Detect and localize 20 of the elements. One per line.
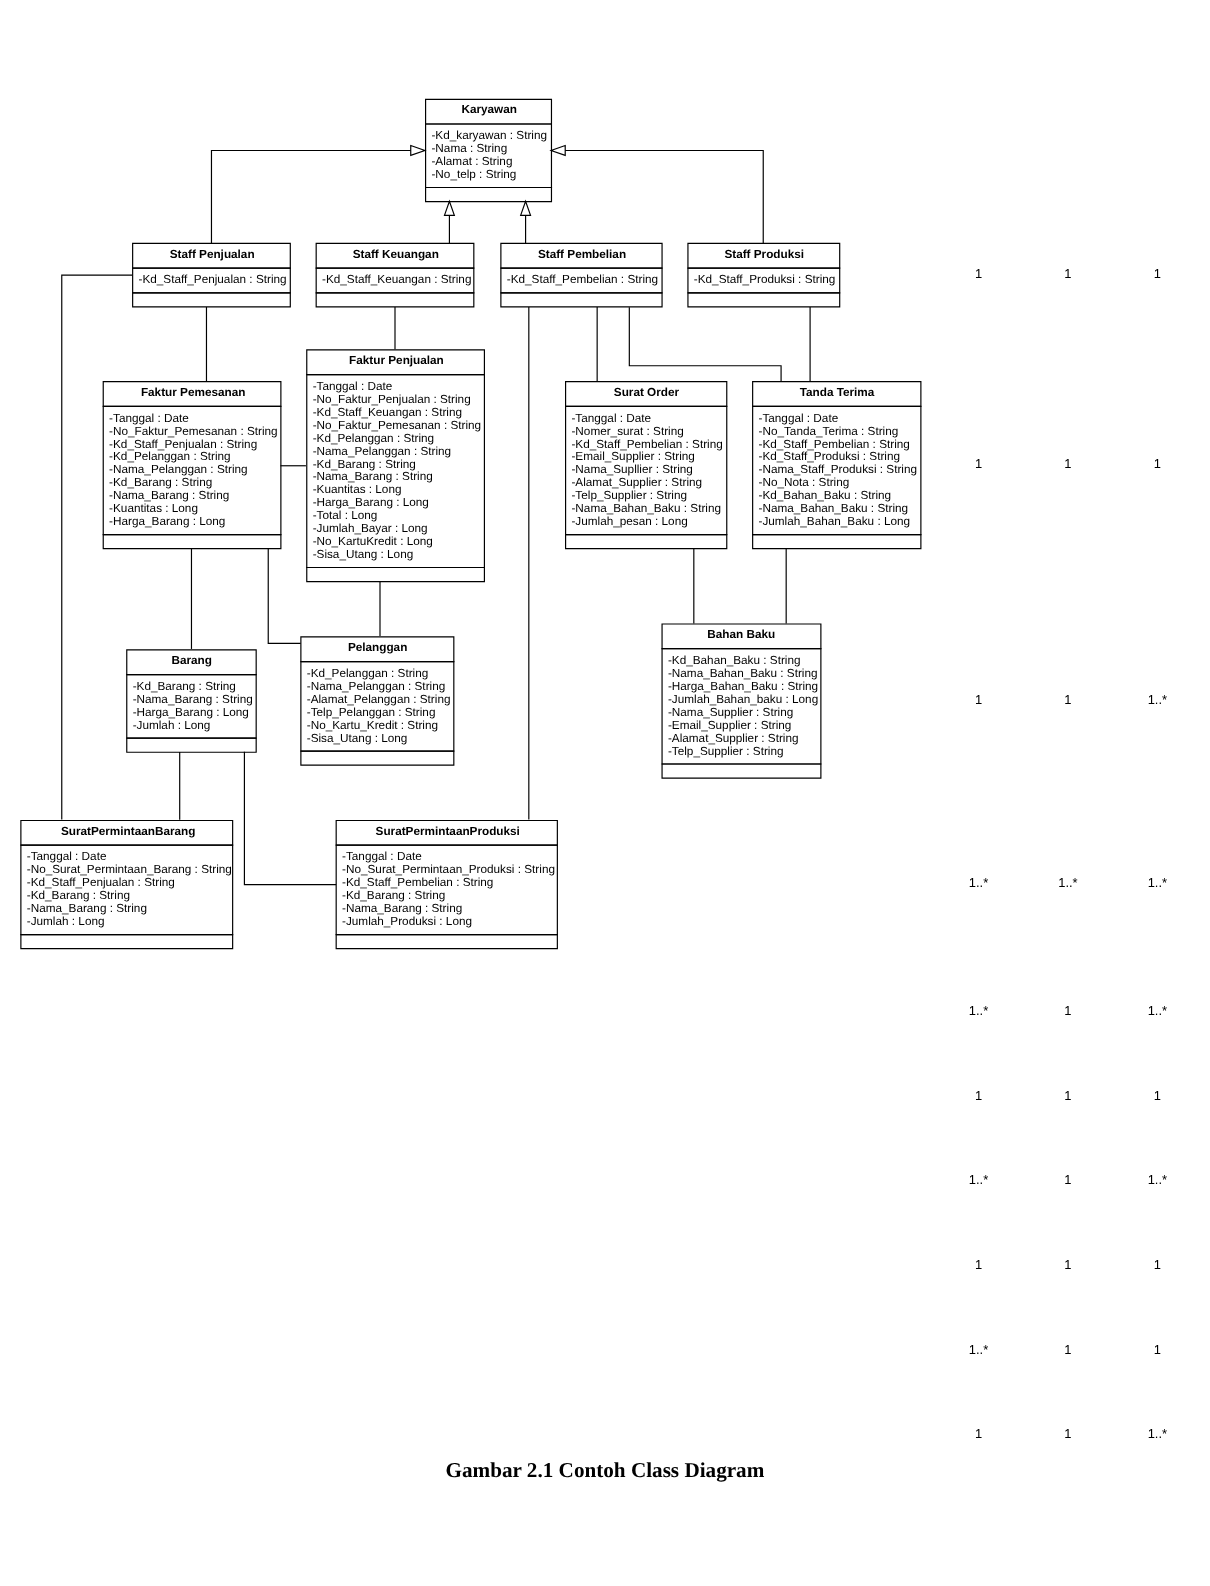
connector	[190, 547, 193, 649]
connector	[205, 305, 208, 382]
arrow	[519, 198, 532, 243]
arrow	[210, 143, 427, 243]
arrow	[549, 143, 764, 243]
connector	[179, 750, 181, 820]
connector	[279, 464, 307, 466]
connector	[528, 305, 530, 820]
connector	[243, 750, 337, 885]
connector	[693, 547, 695, 623]
connector	[267, 547, 302, 643]
connector	[596, 305, 598, 382]
connector	[628, 305, 782, 381]
caption: Gambar 2.1 Contoh Class Diagram	[445, 1459, 765, 1482]
connector	[809, 305, 811, 382]
arrow	[443, 198, 456, 243]
connector	[379, 579, 381, 636]
connector	[394, 305, 396, 349]
connector	[61, 273, 133, 819]
connector	[785, 547, 787, 623]
